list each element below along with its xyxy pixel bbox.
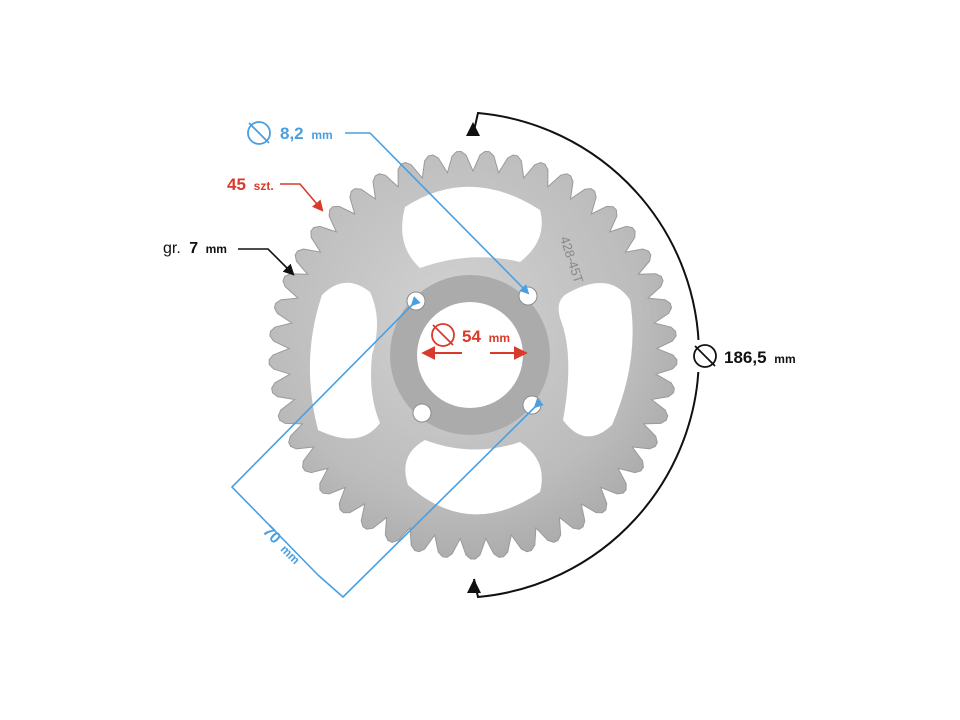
bolt-hole xyxy=(522,395,542,415)
teeth-count-unit: szt. xyxy=(254,179,274,193)
bolt-hole-leader xyxy=(345,132,530,295)
svg-text:54 mm: 54 mm xyxy=(462,327,510,346)
thickness-unit: mm xyxy=(206,242,227,256)
teeth-count-value: 45 xyxy=(227,175,246,194)
teeth-count-label: 45 szt. xyxy=(227,175,324,212)
thickness-prefix: gr. xyxy=(163,240,181,257)
arrow-icon xyxy=(466,122,480,136)
diameter-icon xyxy=(247,121,271,145)
hub-ring xyxy=(390,275,550,435)
thickness-value: 7 xyxy=(189,240,198,257)
bolt-hole-label: 8,2 mm xyxy=(247,121,530,295)
svg-text:gr. 7 mm: gr. 7 mm xyxy=(163,240,227,257)
diameter-icon xyxy=(431,323,455,347)
outer-diameter-dimension: 186,5 mm xyxy=(466,111,805,599)
outer-diameter-value: 186,5 xyxy=(724,348,767,367)
bolt-hole-value: 8,2 xyxy=(280,124,304,143)
teeth-arrow xyxy=(280,183,324,212)
bolt-hole-unit: mm xyxy=(311,128,332,142)
bolt-spacing-leader-a xyxy=(230,296,421,576)
bolt-spacing-leader-b xyxy=(317,398,544,599)
thickness-label: gr. 7 mm xyxy=(163,240,295,276)
sprocket: 428-45T xyxy=(268,150,678,560)
outer-diameter-unit: mm xyxy=(774,352,795,366)
bolt-spacing-value: 70 xyxy=(259,523,284,548)
svg-text:70 mm: 70 mm xyxy=(259,523,304,568)
center-bore-unit: mm xyxy=(489,331,510,345)
bolt-spacing-unit: mm xyxy=(278,542,303,567)
center-bore-label: 54 mm xyxy=(421,323,528,360)
diameter-icon xyxy=(693,344,717,368)
thickness-arrow xyxy=(238,248,295,276)
svg-text:8,2 mm: 8,2 mm xyxy=(280,124,333,143)
svg-text:186,5 mm: 186,5 mm xyxy=(724,348,796,367)
bolt-hole xyxy=(518,286,538,306)
svg-text:45 szt.: 45 szt. xyxy=(227,175,274,194)
arrow-icon xyxy=(467,579,481,593)
bolt-hole xyxy=(412,403,432,423)
center-bore-value: 54 xyxy=(462,327,481,346)
